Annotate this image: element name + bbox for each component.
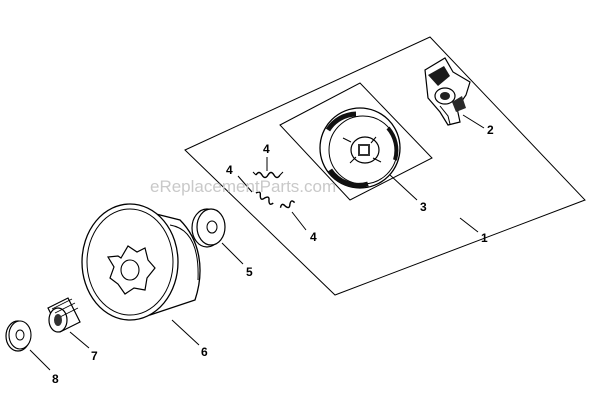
leader-small-washer (29, 349, 51, 371)
small-washer (5, 320, 32, 352)
callout-7: 7 (91, 349, 98, 363)
callout-4-left: 4 (226, 163, 233, 177)
callout-5: 5 (246, 265, 253, 279)
clutch-shoe-outline (279, 82, 433, 201)
clutch-hub (424, 57, 471, 126)
leader-bearing (69, 331, 90, 349)
spring-lower-left (255, 191, 274, 205)
callout-1: 1 (481, 231, 488, 245)
leader-spring-lower-right (291, 211, 307, 231)
leader-spring-lower-left (237, 175, 253, 193)
leader-drum (171, 319, 200, 346)
washer (191, 208, 226, 248)
spring-lower-right (279, 200, 296, 209)
callout-8: 8 (52, 372, 59, 386)
callout-6: 6 (201, 345, 208, 359)
sprocket-drum (81, 203, 201, 321)
leader-washer (221, 242, 244, 265)
callout-4-top: 4 (263, 142, 270, 156)
callout-4-right: 4 (310, 230, 317, 244)
leader-hub (462, 114, 485, 129)
needle-bearing (47, 297, 81, 333)
callout-3: 3 (420, 200, 427, 214)
leader-assembly (459, 217, 479, 233)
spring-top (252, 171, 284, 179)
clutch-shoe (319, 107, 401, 189)
assembly-outline (184, 36, 586, 296)
callout-2: 2 (487, 123, 494, 137)
watermark: eReplacementParts.com (150, 177, 336, 196)
leader-shoe (389, 174, 418, 201)
